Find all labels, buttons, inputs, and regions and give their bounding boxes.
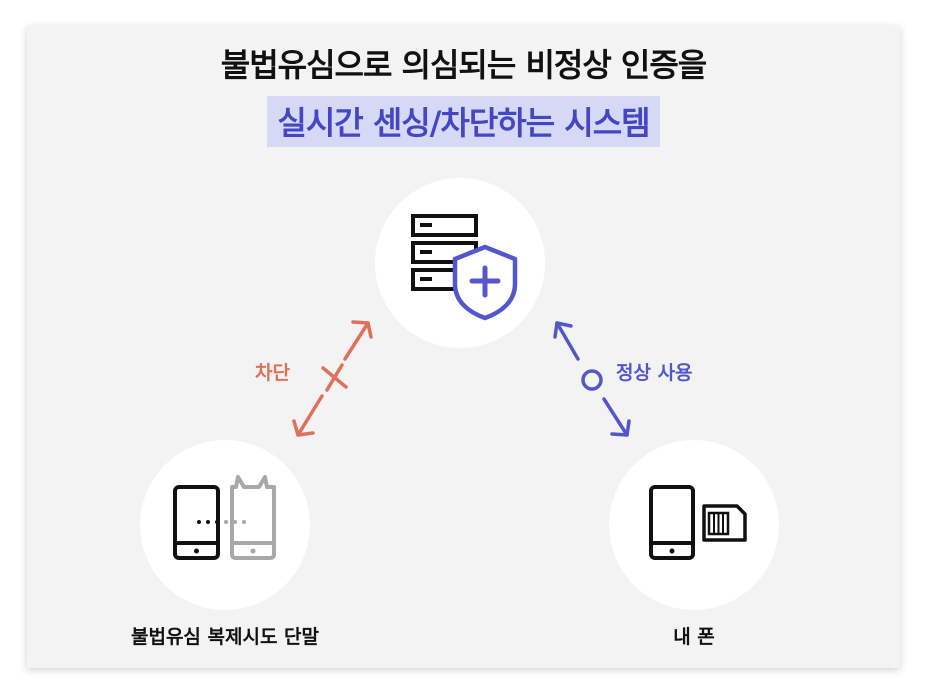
x-mark-icon xyxy=(321,363,348,392)
cloned-device-circle xyxy=(140,440,310,610)
block-label: 차단 xyxy=(255,362,290,384)
o-mark-icon xyxy=(581,369,603,391)
copy-dots xyxy=(197,520,246,524)
cloned-device-label: 불법유심 복제시도 단말 xyxy=(130,626,320,648)
title-line-2-highlighted: 실시간 센싱/차단하는 시스템 xyxy=(267,96,660,147)
normal-use-label: 정상 사용 xyxy=(616,362,693,384)
my-smartphone-icon xyxy=(649,485,695,560)
smartphone-home-dot xyxy=(194,548,199,554)
title-line-2-wrapper: 실시간 센싱/차단하는 시스템 xyxy=(0,96,927,147)
title-line-1: 불법유심으로 의심되는 비정상 인증을 xyxy=(220,46,707,84)
cloned-phone-icon xyxy=(230,475,276,560)
my-smartphone-home-dot xyxy=(669,548,675,554)
normal-use-arrow xyxy=(553,321,631,437)
shield-plus-icon xyxy=(452,244,518,321)
block-arrow xyxy=(292,320,373,437)
sim-card-icon xyxy=(702,504,747,542)
my-phone-label: 내 폰 xyxy=(673,626,715,648)
cloned-phone-home-dot xyxy=(250,548,256,554)
smartphone-icon xyxy=(173,485,220,560)
